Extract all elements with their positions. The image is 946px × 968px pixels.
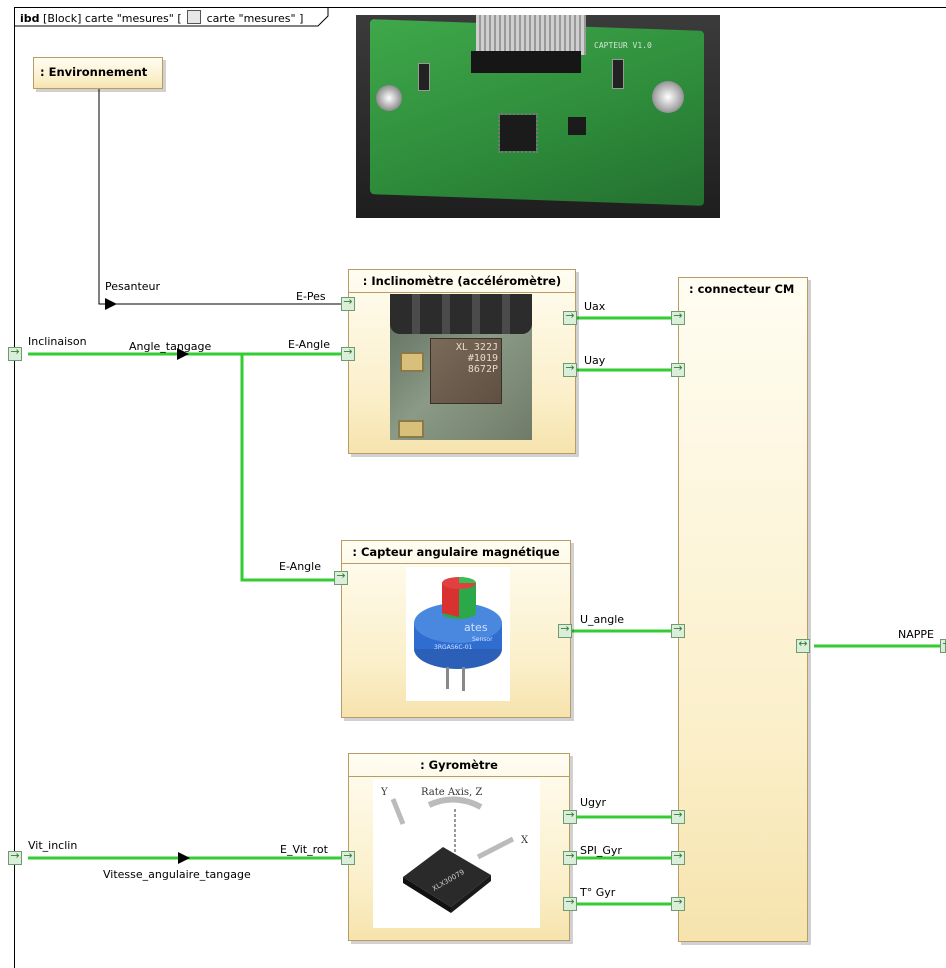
port-cm-t-gyr[interactable] [671,895,685,911]
chip-bumps [390,294,532,334]
frame-keyword: ibd [20,12,40,25]
mounting-hole-right [652,81,684,113]
port-cm-u-angle[interactable] [671,622,685,638]
block-environnement-title: : Environnement [40,65,148,79]
magnetic-sensor-photo: ates Sensor 3RGAS6C-01 [406,567,510,701]
block-environnement[interactable]: : Environnement [33,57,163,89]
port-cm-uax[interactable] [671,309,685,325]
frame-label: ibd [Block] carte "mesures" [ carte "mes… [14,7,313,25]
gyro-x-label: X [521,835,529,846]
label-vit-inclin: Vit_inclin [28,839,78,852]
capacitor-2 [398,420,424,438]
label-nappe: NAPPE [898,628,934,641]
label-uay: Uay [584,354,606,367]
label-e-pes: E-Pes [296,290,326,303]
block-inclinometre-titlebar: : Inclinomètre (accéléromètre) [349,270,575,293]
gyro-illustration: Y Rate Axis, Z X XLX30079 [373,779,540,928]
block-gyrometre-title: : Gyromètre [420,758,498,772]
label-vitesse-angulaire: Vitesse_angulaire_tangage [103,868,251,881]
port-uax[interactable] [563,309,577,325]
port-cm-spi-gyr[interactable] [671,849,685,865]
pin-header-left [418,63,430,91]
port-vit-inclin[interactable] [8,849,22,865]
sensor-line2-text: 3RGAS6C-01 [434,644,473,651]
port-t-gyr[interactable] [563,895,577,911]
connector-header [471,51,581,73]
sensor-brand-text: ates [464,621,488,634]
label-t-gyr: T° Gyr [580,886,616,899]
port-cm-ugyr[interactable] [671,808,685,824]
port-cm-nappe[interactable] [796,637,810,653]
port-cm-uay[interactable] [671,361,685,377]
label-e-vit-rot: E_Vit_rot [280,843,328,856]
port-spi-gyr[interactable] [563,849,577,865]
flow-angle-branch [240,354,334,582]
flow-arrowhead-pesanteur [105,298,117,310]
port-inclinaison[interactable] [8,345,22,361]
flow-pesanteur [98,89,342,305]
accelerometer-photo: XL 322J #1019 8672P [390,294,532,440]
block-inclinometre-title: : Inclinomètre (accéléromètre) [362,274,562,288]
label-e-angle-capteur: E-Angle [279,560,321,573]
board-photo: CAPTEUR V1.0 [356,15,720,218]
label-inclinaison: Inclinaison [28,335,87,348]
port-e-vit-rot[interactable] [341,849,355,865]
frame-block-name: carte "mesures" ] [206,12,304,25]
port-e-angle-inclinometre[interactable] [341,345,355,361]
label-uax: Uax [584,300,606,313]
accel-chip-marking: XL 322J #1019 8672P [455,342,498,375]
block-capteur-title: : Capteur angulaire magnétique [352,545,560,559]
flow-arrowhead-vitesse [178,852,190,864]
port-uay[interactable] [563,361,577,377]
ribbon-cable [476,15,586,55]
block-connecteur-title: : connecteur CM [689,282,795,296]
block-gyrometre-titlebar: : Gyromètre [349,754,569,777]
sensor-line1-text: Sensor [472,636,493,643]
label-ugyr: Ugyr [580,796,607,809]
label-spi-gyr: SPI_Gyr [580,844,622,857]
board-silkscreen: CAPTEUR V1.0 [594,41,652,50]
frame-block-text: [Block] carte "mesures" [ [43,12,182,25]
gyro-z-label: Rate Axis, Z [421,787,482,798]
label-angle-tangage: Angle_tangage [129,340,212,353]
flow-arrowhead-angle [177,348,189,360]
frame-tab-shape [14,7,329,27]
magnetic-sensor-drawing: ates Sensor 3RGAS6C-01 [414,577,502,691]
block-connecteur-titlebar: : connecteur CM [679,278,807,300]
port-u-angle[interactable] [558,622,572,638]
pin-header-right [612,59,624,89]
label-u-angle: U_angle [580,613,625,626]
diagram-frame [14,7,946,968]
port-e-pes[interactable] [341,295,355,311]
port-ugyr[interactable] [563,808,577,824]
label-e-angle-inclinometre: E-Angle [288,338,330,351]
port-e-angle-capteur[interactable] [334,569,348,585]
block-connecteur-cm[interactable]: : connecteur CM [678,277,808,942]
label-pesanteur: Pesanteur [105,280,161,293]
capacitor-1 [400,352,424,372]
mounting-hole-left [376,85,402,111]
frame-block-icon [187,10,202,24]
port-nappe-frame[interactable] [940,637,946,653]
small-chip [568,117,586,135]
accel-chip [430,338,502,404]
gyro-y-label: Y [380,787,388,798]
block-capteur-titlebar: : Capteur angulaire magnétique [342,541,570,564]
gyro-drawing: Y Rate Axis, Z X XLX30079 [380,787,529,913]
main-chip [498,113,538,153]
